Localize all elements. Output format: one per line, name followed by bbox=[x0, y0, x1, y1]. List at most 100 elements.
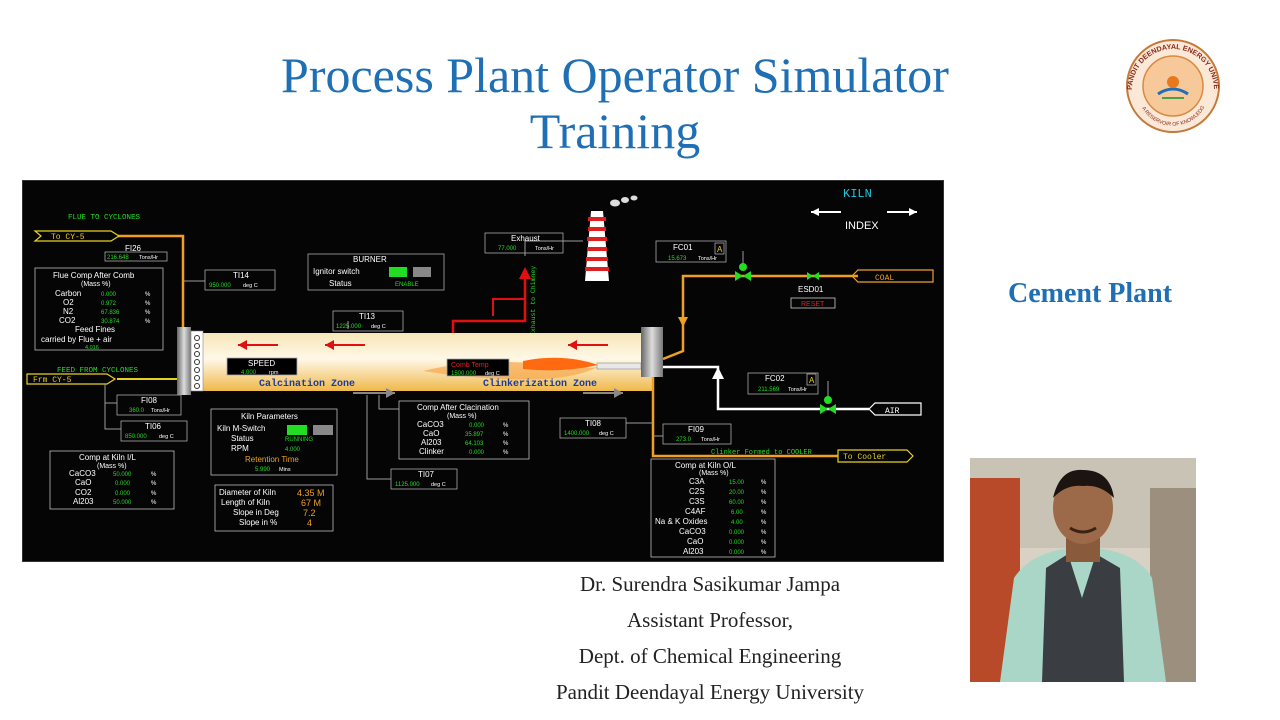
svg-text:Status: Status bbox=[329, 279, 352, 288]
to-cy5-tag[interactable]: To CY-5 bbox=[33, 230, 121, 242]
simulator-diagram: KILN INDEX FLUE TO CYCLONES To CY-5 FI26… bbox=[26, 187, 934, 558]
kiln-switch-on-button[interactable] bbox=[287, 425, 307, 435]
svg-text:Comp at Kiln O/L: Comp at Kiln O/L bbox=[675, 461, 736, 470]
svg-text:%: % bbox=[761, 490, 767, 496]
plant-type-label: Cement Plant bbox=[1008, 278, 1173, 309]
svg-text:4.016: 4.016 bbox=[85, 345, 99, 351]
svg-text:0.000: 0.000 bbox=[469, 423, 485, 429]
svg-text:360.0: 360.0 bbox=[129, 408, 145, 414]
svg-text:CaCO3: CaCO3 bbox=[679, 527, 706, 536]
exhaust-indicator[interactable]: Exhaust 77.000 Tons/Hr bbox=[484, 232, 564, 254]
svg-text:carried by Flue + air: carried by Flue + air bbox=[41, 335, 112, 344]
speed-indicator[interactable]: SPEED 4.000 rpm bbox=[226, 357, 298, 376]
svg-text:0.000: 0.000 bbox=[115, 491, 131, 497]
flue-to-cyclones-label: FLUE TO CYCLONES bbox=[68, 214, 141, 222]
ti14-indicator[interactable]: TI14 950.000 deg C bbox=[204, 269, 276, 291]
ti07-indicator[interactable]: TI07 1125.000 deg C bbox=[390, 468, 458, 490]
exhaust-to-chimney-label: Exhaust to Chimney bbox=[530, 266, 537, 336]
svg-text:%: % bbox=[145, 301, 151, 307]
svg-text:4.35 M: 4.35 M bbox=[297, 488, 325, 498]
esd01-valve-icon[interactable] bbox=[807, 272, 819, 280]
svg-text:%: % bbox=[503, 423, 509, 429]
svg-text:CaCO3: CaCO3 bbox=[69, 469, 96, 478]
kiln-switch-off-button[interactable] bbox=[313, 425, 333, 435]
combustion-temp-indicator[interactable]: Comb Temp 1500.000 deg C bbox=[446, 358, 510, 377]
fc01-controller[interactable]: FC01 15.673 Tons/Hr A bbox=[655, 240, 727, 263]
svg-text:Length of Kiln: Length of Kiln bbox=[221, 498, 270, 507]
presenter-photo bbox=[970, 458, 1196, 682]
esd01-label: ESD01 bbox=[798, 285, 824, 294]
svg-text:BURNER: BURNER bbox=[353, 255, 387, 264]
ignitor-on-button[interactable] bbox=[389, 267, 407, 277]
index-nav[interactable]: INDEX bbox=[811, 208, 917, 232]
svg-text:ENABLE: ENABLE bbox=[395, 282, 419, 288]
svg-text:15.673: 15.673 bbox=[668, 256, 687, 262]
fc02-controller[interactable]: FC02 211.569 Tons/Hr A bbox=[747, 372, 819, 395]
page-title-line2: Training bbox=[529, 103, 701, 159]
svg-text:273.0: 273.0 bbox=[676, 437, 692, 443]
svg-text:0.972: 0.972 bbox=[101, 301, 117, 307]
svg-text:%: % bbox=[761, 500, 767, 506]
fi08-indicator[interactable]: FI08 360.0 Tons/Hr bbox=[116, 394, 182, 416]
svg-text:Ignitor switch: Ignitor switch bbox=[313, 267, 360, 276]
ti06-indicator[interactable]: TI06 850.000 deg C bbox=[120, 420, 188, 442]
svg-text:%: % bbox=[145, 319, 151, 325]
chimney-icon bbox=[585, 195, 638, 281]
fi26-indicator[interactable]: FI26 216.648 Tons/Hr bbox=[104, 244, 168, 262]
svg-text:0.000: 0.000 bbox=[729, 550, 745, 556]
svg-text:Na & K Oxides: Na & K Oxides bbox=[655, 517, 707, 526]
svg-text:C2S: C2S bbox=[689, 487, 705, 496]
svg-text:C3S: C3S bbox=[689, 497, 705, 506]
fi09-indicator[interactable]: FI09 273.0 Tons/Hr bbox=[662, 423, 732, 445]
svg-text:deg C: deg C bbox=[371, 324, 386, 330]
to-cooler-tag[interactable]: To Cooler bbox=[837, 449, 914, 463]
svg-text:Tons/Hr: Tons/Hr bbox=[701, 437, 720, 443]
svg-text:211.569: 211.569 bbox=[758, 387, 780, 393]
svg-text:216.648: 216.648 bbox=[107, 255, 129, 261]
air-tag[interactable]: AIR bbox=[868, 402, 922, 416]
presenter-university: Pandit Deendayal Energy University bbox=[555, 680, 865, 704]
svg-text:CaO: CaO bbox=[687, 537, 703, 546]
university-logo: PANDIT DEENDAYAL ENERGY UNIVERSITY A RES… bbox=[1118, 38, 1221, 133]
simulator-screen[interactable]: KILN INDEX FLUE TO CYCLONES To CY-5 FI26… bbox=[22, 180, 944, 562]
svg-text:Flue Comp After Comb: Flue Comp After Comb bbox=[53, 271, 135, 280]
kiln-label: KILN bbox=[843, 187, 872, 201]
clinkerization-zone-label: Clinkerization Zone bbox=[483, 378, 597, 390]
esd01-reset-button[interactable]: RESET bbox=[790, 297, 836, 309]
svg-text:64.103: 64.103 bbox=[465, 441, 484, 447]
svg-text:Kiln Parameters: Kiln Parameters bbox=[241, 412, 298, 421]
svg-text:Slope in %: Slope in % bbox=[239, 518, 277, 527]
fc02-valve-icon[interactable] bbox=[820, 396, 836, 414]
svg-text:A: A bbox=[809, 376, 815, 385]
svg-text:Frm CY-5: Frm CY-5 bbox=[33, 376, 72, 385]
svg-text:%: % bbox=[151, 491, 157, 497]
svg-text:Comp After Clacination: Comp After Clacination bbox=[417, 403, 499, 412]
coal-tag[interactable]: COAL bbox=[851, 269, 934, 283]
ti13-indicator[interactable]: TI13 1225.000 deg C bbox=[332, 310, 404, 332]
svg-text:60.00: 60.00 bbox=[729, 500, 745, 506]
ti08-indicator[interactable]: TI08 1400.000 deg C bbox=[559, 417, 627, 439]
flame-icon bbox=[523, 357, 598, 371]
svg-text:Al203: Al203 bbox=[421, 438, 442, 447]
svg-text:(Mass %): (Mass %) bbox=[699, 470, 729, 477]
svg-text:%: % bbox=[151, 481, 157, 487]
svg-text:35.897: 35.897 bbox=[465, 432, 484, 438]
svg-text:TI07: TI07 bbox=[418, 470, 435, 479]
clinker-to-cooler-label: Clinker Formed to COOLER bbox=[711, 449, 813, 457]
svg-text:TI08: TI08 bbox=[585, 419, 602, 428]
svg-text:CO2: CO2 bbox=[75, 488, 92, 497]
svg-text:Tons/Hr: Tons/Hr bbox=[139, 255, 158, 261]
svg-text:850.000: 850.000 bbox=[125, 434, 147, 440]
svg-text:50.000: 50.000 bbox=[113, 500, 132, 506]
ignitor-off-button[interactable] bbox=[413, 267, 431, 277]
svg-text:rpm: rpm bbox=[269, 370, 279, 376]
svg-text:4.000: 4.000 bbox=[241, 370, 257, 376]
svg-text:RESET: RESET bbox=[801, 301, 825, 308]
fc01-valve-icon[interactable] bbox=[735, 263, 751, 281]
svg-text:Tons/Hr: Tons/Hr bbox=[151, 408, 170, 414]
svg-text:30.874: 30.874 bbox=[101, 319, 120, 325]
svg-text:%: % bbox=[761, 520, 767, 526]
frm-cy5-tag[interactable]: Frm CY-5 bbox=[26, 373, 117, 385]
svg-text:1125.000: 1125.000 bbox=[395, 482, 420, 488]
svg-text:TI13: TI13 bbox=[359, 312, 376, 321]
